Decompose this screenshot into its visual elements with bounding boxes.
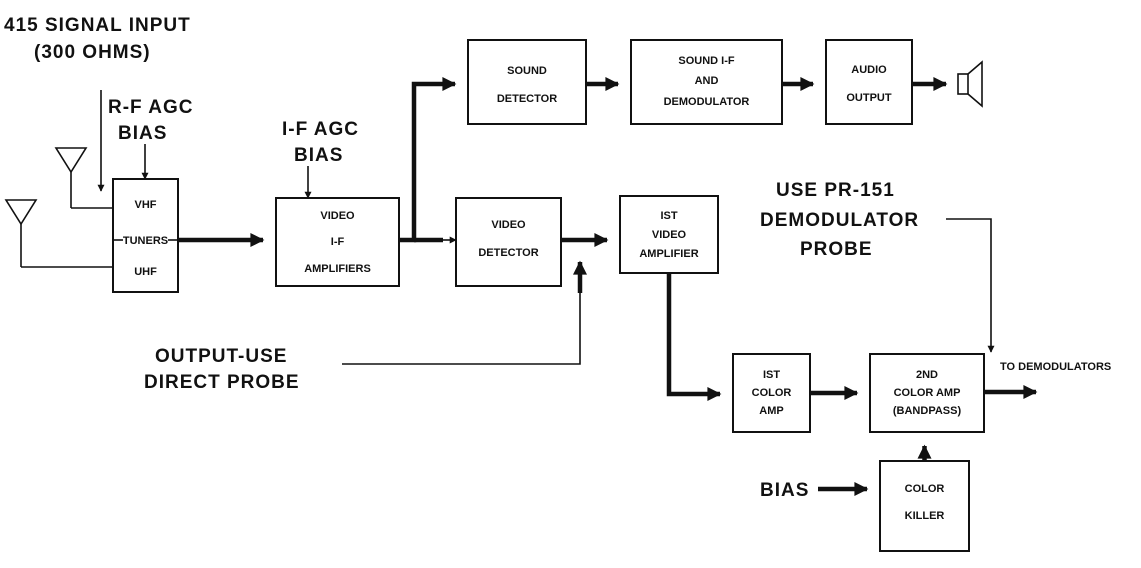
output-note-direct-label: DIRECT PROBE bbox=[144, 372, 300, 393]
video-detector-block: VIDEO DETECTOR bbox=[455, 197, 562, 287]
tuners-block: VHF TUNERS UHF bbox=[112, 178, 179, 293]
video-amp-text-3: AMPLIFIER bbox=[639, 248, 698, 260]
video-to-color-arrow bbox=[666, 273, 722, 401]
color-amp-1-text-3: AMP bbox=[759, 405, 783, 417]
probe-note-demod-label: DEMODULATOR bbox=[760, 210, 919, 231]
sound-detector-text-2: DETECTOR bbox=[497, 93, 557, 105]
color-killer-text-2: KILLER bbox=[905, 510, 945, 522]
speaker-icon bbox=[957, 60, 983, 108]
audio-output-text-2: OUTPUT bbox=[846, 92, 892, 104]
color-killer-block: COLOR KILLER bbox=[879, 460, 970, 552]
if-to-sound-arrow bbox=[399, 77, 457, 243]
if-agc-bias-label: BIAS bbox=[294, 145, 343, 166]
bias-label: BIAS bbox=[760, 480, 809, 501]
color-amp-1-text-2: COLOR bbox=[752, 387, 792, 399]
color-amp-1-block: IST COLOR AMP bbox=[732, 353, 811, 433]
video-if-text-3: AMPLIFIERS bbox=[304, 263, 371, 275]
signal-input-ohms-label: (300 OHMS) bbox=[34, 42, 151, 63]
tuners-vhf-text: VHF bbox=[135, 199, 157, 211]
video-amp-text-2: VIDEO bbox=[652, 229, 687, 241]
if-agc-label: I-F AGC bbox=[282, 119, 359, 140]
output-note-label: OUTPUT-USE bbox=[155, 346, 287, 367]
video-amp-text-1: IST bbox=[660, 210, 677, 222]
probe-note-probe-label: PROBE bbox=[800, 239, 873, 260]
video-amp-block: IST VIDEO AMPLIFIER bbox=[619, 195, 719, 274]
direct-probe-line bbox=[342, 290, 581, 365]
sound-detector-block: SOUND DETECTOR bbox=[467, 39, 587, 125]
rf-agc-label: R-F AGC bbox=[108, 97, 193, 118]
probe-pointer-arrow bbox=[946, 218, 995, 353]
sound-detector-text-1: SOUND bbox=[507, 65, 547, 77]
color-amp-2-text-2: COLOR AMP bbox=[894, 387, 961, 399]
video-if-block: VIDEO I-F AMPLIFIERS bbox=[275, 197, 400, 287]
probe-note-label: USE PR-151 bbox=[776, 180, 895, 201]
color-amp-1-text-1: IST bbox=[763, 369, 780, 381]
uhf-antenna-icon bbox=[4, 199, 113, 268]
signal-input-label: 415 SIGNAL INPUT bbox=[4, 15, 191, 36]
color-amp-2-text-3: (BANDPASS) bbox=[893, 405, 962, 417]
video-if-text-2: I-F bbox=[331, 236, 345, 248]
color-amp-2-text-1: 2ND bbox=[916, 369, 938, 381]
tuners-text: TUNERS bbox=[123, 235, 168, 247]
audio-output-block: AUDIO OUTPUT bbox=[825, 39, 913, 125]
tuners-uhf-text: UHF bbox=[134, 266, 157, 278]
sound-if-text-3: DEMODULATOR bbox=[664, 96, 750, 108]
to-demodulators-label: TO DEMODULATORS bbox=[1000, 361, 1111, 373]
color-amp-2-block: 2ND COLOR AMP (BANDPASS) bbox=[869, 353, 985, 433]
vhf-antenna-icon bbox=[54, 147, 113, 209]
sound-if-text-1: SOUND I-F bbox=[678, 55, 735, 67]
video-if-text-1: VIDEO bbox=[320, 210, 355, 222]
sound-if-block: SOUND I-F AND DEMODULATOR bbox=[630, 39, 783, 125]
color-killer-text-1: COLOR bbox=[905, 483, 945, 495]
rf-agc-bias-label: BIAS bbox=[118, 123, 167, 144]
video-detector-text-1: VIDEO bbox=[491, 219, 526, 231]
video-detector-text-2: DETECTOR bbox=[478, 247, 538, 259]
audio-output-text-1: AUDIO bbox=[851, 64, 887, 76]
sound-if-text-2: AND bbox=[695, 75, 719, 87]
